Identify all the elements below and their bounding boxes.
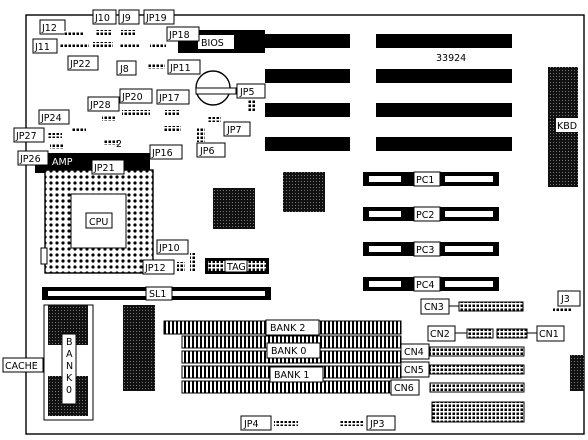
j8-label: J8 [119,64,129,75]
jp4-label: JP4 [243,419,259,430]
board-id-label: 33924 [436,53,466,64]
jp10-label: JP10 [158,243,180,254]
header-block [431,401,525,423]
bank0-label: BANK 0 [271,346,306,357]
cn4-connector: CN4 [400,343,525,360]
isa-slot [265,69,350,83]
jp28-pin-label: 2 [116,139,122,150]
simm-bank-2: BANK 2 [163,319,402,336]
simm-bank-0: BANK 0 [181,335,402,364]
jp24-label: JP24 [40,113,62,124]
pc-slot-4: PC4 [363,276,499,292]
jp3-label: JP3 [369,419,385,430]
cpu-socket: AMP CPU [35,153,154,274]
jp28-label: JP28 [89,100,111,111]
cn1-connector: CN1 [496,325,565,342]
pc-slot-3: PC3 [363,241,499,257]
jumper-labels: J12 J11 J10 J9 JP19 JP22 J8 JP18 JP11 JP… [13,9,396,431]
isa-slots [265,34,512,151]
pc-slot-1: PC1 [363,171,499,187]
j10-label: J10 [94,13,110,24]
isa-slot [265,34,350,48]
kbd-label: KBD [557,121,577,132]
isa-slot [265,103,350,117]
pc-slot-2: PC2 [363,206,499,222]
j3-jumper: J3 [553,290,581,312]
cache-chip [123,305,155,349]
pc-slots: PC1 PC2 PC3 PC4 [363,171,499,292]
cn5-connector: CN5 [400,361,525,378]
jp19-label: JP19 [145,13,167,24]
cache-bank-letter: 0 [66,385,72,396]
jp22-label: JP22 [69,59,91,70]
isa-slot [376,103,512,117]
j9-label: J9 [121,13,131,24]
cn6-label: CN6 [394,383,414,394]
amp-label: AMP [52,157,73,168]
isa-slot [376,34,512,48]
cn2-label: CN2 [430,329,450,340]
bios-label: BIOS [201,38,224,49]
simm-bank-1: BANK 1 [181,365,402,394]
jp21-label: JP21 [93,163,115,174]
cache-label: CACHE [5,361,38,372]
cn6-connector: CN6 [390,379,525,396]
sl1-label: SL1 [149,289,166,300]
jp16-label: JP16 [151,148,173,159]
bank1-label: BANK 1 [274,370,309,381]
chipset-chip [213,188,255,229]
cache-bank-letter: A [66,349,73,360]
cache-bank-letter: N [66,361,73,372]
cache-bank-letter: B [66,337,73,348]
jp7-label: JP7 [226,125,242,136]
isa-slot [376,69,512,83]
bank2-label: BANK 2 [270,323,305,334]
jp17-label: JP17 [158,93,180,104]
battery [195,70,237,106]
chipset-chip [283,172,325,212]
cn4-label: CN4 [404,347,424,358]
jp6-label: JP6 [199,146,215,157]
jp18-label: JP18 [168,30,190,41]
j11-label: J11 [34,42,50,53]
jp11-label: JP11 [169,63,191,74]
cn3-label: CN3 [424,302,444,313]
sl1-slot: SL1 [42,286,271,301]
jp12-label: JP12 [144,263,166,274]
j3-label: J3 [560,294,570,305]
jp5-label: JP5 [239,87,255,98]
pc4-label: PC4 [416,280,434,291]
isa-slot [265,137,350,151]
jp20-label: JP20 [121,92,143,103]
j12-label: J12 [41,23,57,34]
cache-bank-letter: K [66,373,73,384]
cn2-connector: CN2 [427,325,494,342]
keyboard-connector: KBD [548,67,578,187]
bios-chip: BIOS [178,30,265,53]
rear-port [570,355,584,391]
cn1-label: CN1 [539,329,559,340]
tag-ram: TAG [205,258,269,274]
cn5-label: CN5 [404,365,424,376]
pc1-label: PC1 [416,175,434,186]
pc2-label: PC2 [416,210,434,221]
jp26-label: JP26 [19,154,41,165]
pc3-label: PC3 [416,245,434,256]
isa-slot [376,137,512,151]
cpu-label: CPU [89,217,108,228]
tag-label: TAG [226,262,246,273]
cache-module: B A N K 0 [43,304,94,421]
cache-chip [123,347,155,391]
cn3-connector: CN3 [420,298,524,315]
jp27-label: JP27 [15,131,37,142]
